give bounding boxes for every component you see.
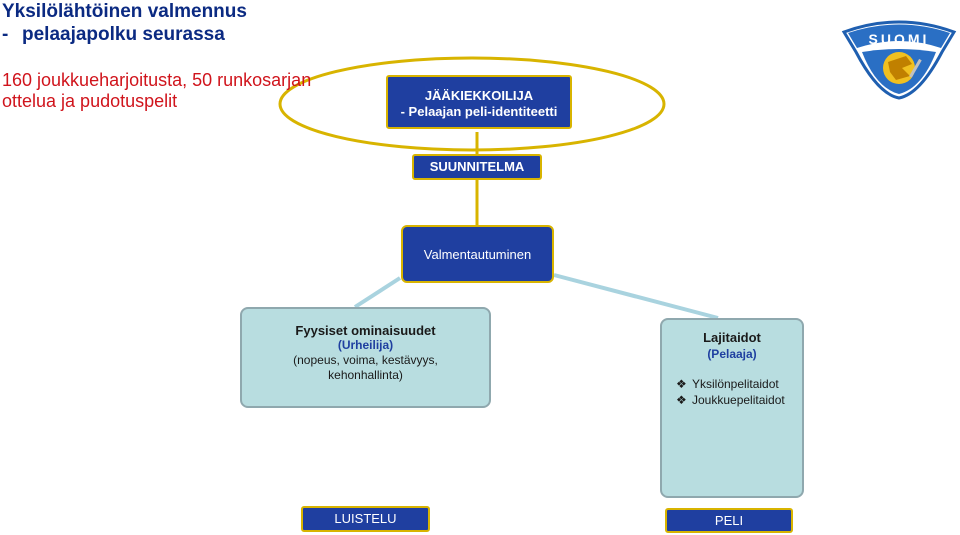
connector-val-laj bbox=[553, 273, 719, 320]
node-lajitaidot: Lajitaidot (Pelaaja) ❖ Yksilönpelitaidot … bbox=[660, 318, 804, 498]
node-suunnitelma: SUUNNITELMA bbox=[412, 154, 542, 180]
season-note-line1: 160 joukkueharjoitusta, 50 runkosarjan bbox=[2, 70, 312, 90]
season-note-line2: ottelua ja pudotuspelit bbox=[2, 91, 178, 111]
subtitle-dash: - bbox=[2, 24, 9, 45]
node-valmentautuminen: Valmentautuminen bbox=[401, 225, 554, 283]
list-item-label: Joukkuepelitaidot bbox=[692, 393, 785, 407]
fyysiset-subtitle: (Urheilija) bbox=[337, 338, 394, 352]
page-subtitle: -pelaajapolku seurassa bbox=[2, 24, 225, 46]
lajitaidot-title: Lajitaidot bbox=[703, 330, 761, 345]
fyysiset-line1: (nopeus, voima, kestävyys, bbox=[293, 353, 438, 367]
lajitaidot-subtitle: (Pelaaja) bbox=[707, 347, 757, 361]
connector-val-fyy bbox=[353, 276, 402, 309]
subtitle-text: pelaajapolku seurassa bbox=[22, 24, 225, 45]
jaakiekkoilija-subtitle: - Pelaajan peli-identiteetti bbox=[400, 104, 558, 119]
page-title: Yksilölähtöinen valmennus bbox=[2, 1, 247, 22]
logo-text: SUOMI bbox=[869, 31, 930, 47]
lion-icon bbox=[883, 52, 922, 84]
list-item: ❖ Yksilönpelitaidot bbox=[676, 376, 802, 392]
list-item: ❖ Joukkuepelitaidot bbox=[676, 392, 802, 408]
suomi-logo: SUOMI bbox=[841, 20, 957, 100]
diamond-bullet-icon: ❖ bbox=[676, 377, 687, 391]
node-jaakiekkoilija: JÄÄKIEKKOILIJA - Pelaajan peli-identitee… bbox=[386, 75, 572, 129]
fyysiset-line2: kehonhallinta) bbox=[328, 368, 403, 382]
node-luistelu: LUISTELU bbox=[301, 506, 430, 532]
fyysiset-title: Fyysiset ominaisuudet bbox=[295, 323, 436, 338]
diamond-bullet-icon: ❖ bbox=[676, 393, 687, 407]
node-fyysiset-ominaisuudet: Fyysiset ominaisuudet (Urheilija) (nopeu… bbox=[240, 307, 491, 408]
list-item-label: Yksilönpelitaidot bbox=[692, 377, 779, 391]
lajitaidot-list: ❖ Yksilönpelitaidot ❖ Joukkuepelitaidot bbox=[662, 376, 802, 408]
focus-ellipse bbox=[278, 56, 666, 152]
jaakiekkoilija-title: JÄÄKIEKKOILIJA bbox=[424, 88, 534, 103]
node-peli: PELI bbox=[665, 508, 793, 533]
